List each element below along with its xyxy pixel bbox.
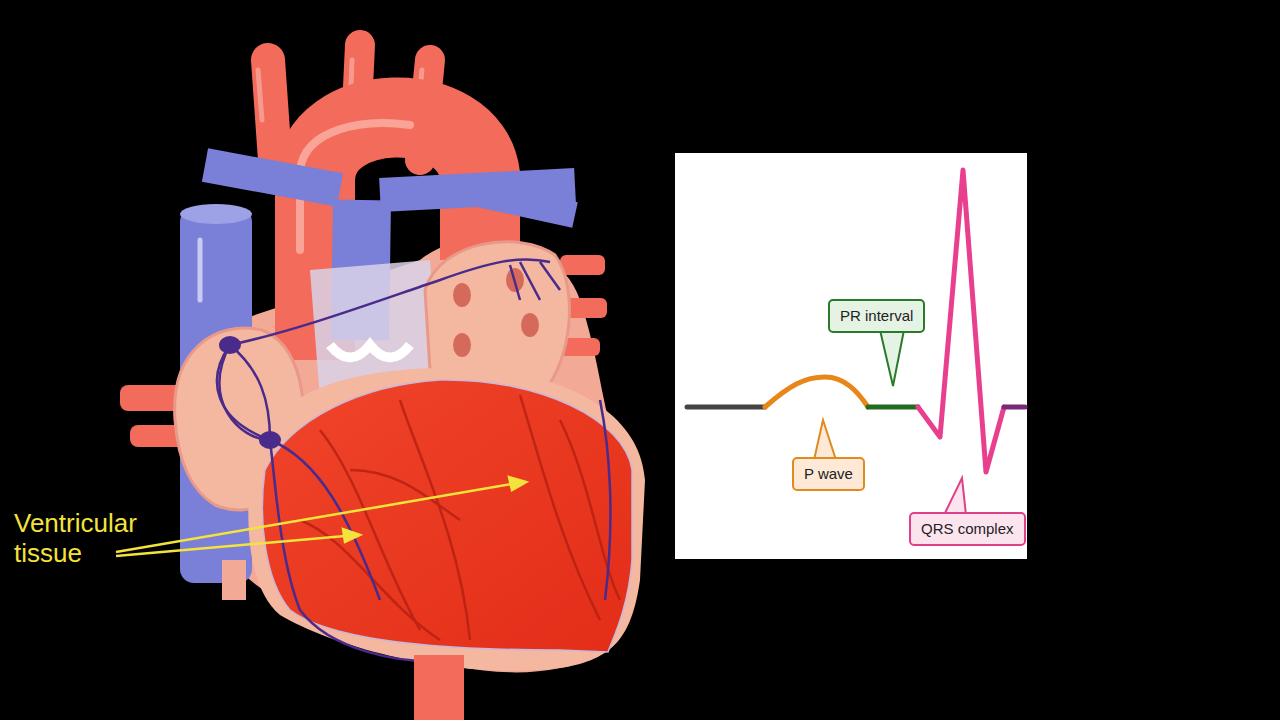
callout-text: QRS complex <box>921 520 1014 538</box>
ecg-panel <box>675 153 1027 559</box>
conduction-nodes <box>219 336 281 449</box>
inferior-vessel <box>414 655 464 720</box>
vein-openings <box>453 268 539 357</box>
valve-cusps <box>330 345 410 358</box>
callout-bubble: P wave <box>792 457 865 491</box>
callout-bubble: PR interval <box>828 299 925 333</box>
vena-cava-opening <box>180 204 252 224</box>
coronary-vessels <box>300 395 620 640</box>
vena-cava-highlight <box>198 240 203 300</box>
part-label: Ventricular tissue <box>14 508 164 568</box>
ecg-trace <box>687 170 1025 472</box>
left-lower-vessel <box>222 560 246 600</box>
callout-bubble: QRS complex <box>909 512 1026 546</box>
callout-tail <box>944 478 966 515</box>
conduction-system <box>217 259 610 661</box>
callout-tail <box>814 420 836 460</box>
callout-text: P wave <box>804 465 853 483</box>
callout-tail <box>880 330 904 386</box>
ventricular-tissue <box>262 380 632 652</box>
callout-text: PR interval <box>840 307 913 325</box>
leader-arrows <box>116 477 526 556</box>
